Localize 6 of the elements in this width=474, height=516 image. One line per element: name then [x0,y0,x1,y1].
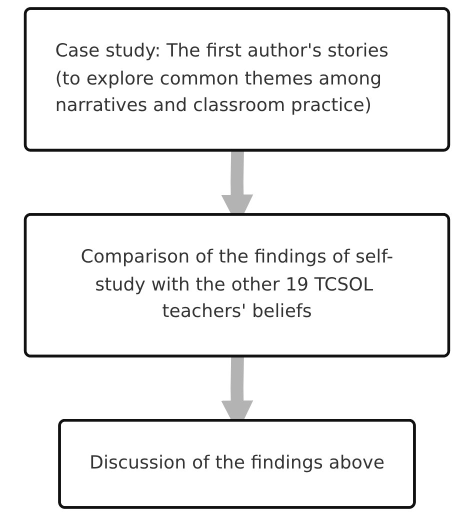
step-text: Case study: The first author's stories (to explore common themes among narratives and classroom practice) [55,40,390,119]
step-text: Comparison of the findings of self-study with the other 19 TCSOL teachers' beliefs [80,246,394,324]
step-text: Discussion of the findings above [90,451,384,476]
process-box [24,213,450,358]
process-box [58,418,416,509]
process-box [24,7,450,152]
